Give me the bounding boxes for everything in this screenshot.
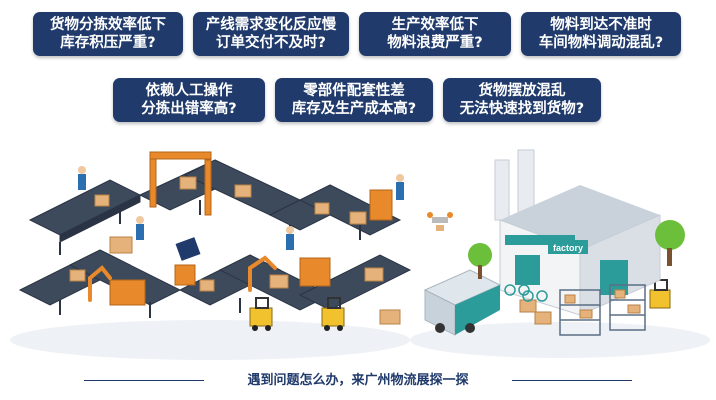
- question-2-line1: 产线需求变化反应慢: [205, 17, 337, 33]
- forklift-wheel: [265, 325, 271, 331]
- factory-sign-plate: [548, 240, 588, 254]
- worker-head: [136, 216, 144, 224]
- forklift-wheel: [252, 325, 258, 331]
- truck-wheel: [435, 323, 445, 333]
- forklift-wheel: [337, 325, 343, 331]
- factory-sign: factory: [553, 243, 583, 253]
- forklifts: [249, 279, 671, 331]
- footer-line-left: [84, 380, 204, 381]
- worker-body: [78, 174, 86, 190]
- forklift-body: [249, 307, 273, 327]
- cargo-box: [234, 184, 252, 198]
- delivery-truck: [423, 269, 502, 336]
- question-1-line2: 库存积压严重?: [60, 35, 156, 51]
- cargo-box: [109, 236, 133, 254]
- worker-body: [396, 182, 404, 200]
- workers: [78, 166, 404, 250]
- chimney: [494, 159, 510, 221]
- forklift-cage: [654, 279, 668, 291]
- truck-wheel: [465, 323, 475, 333]
- truck-cab: [455, 285, 500, 335]
- cargo-box: [314, 202, 330, 215]
- trees: [468, 220, 685, 279]
- cargo-box: [179, 176, 197, 190]
- question-6-line2: 库存及生产成本高?: [291, 101, 417, 117]
- footer-line-right: [512, 380, 632, 381]
- cargo-box: [364, 267, 384, 282]
- bicycles: [504, 284, 548, 302]
- question-3-line1: 生产效率低下: [391, 17, 479, 33]
- footer-text: 遇到问题怎么办，来广州物流展探一探: [247, 373, 469, 388]
- tree: [468, 243, 492, 267]
- question-2-line2: 订单交付不及时?: [216, 35, 326, 51]
- cargo-box: [199, 279, 215, 292]
- gantry-top: [149, 151, 212, 160]
- factory-door: [600, 260, 628, 295]
- question-box-5: 依赖人工操作分拣出错率高?: [113, 78, 265, 122]
- robot-arm: [248, 255, 277, 292]
- question-7-line2: 无法快速找到货物?: [459, 101, 585, 117]
- robot-arm: [88, 265, 112, 302]
- left-ground-shadow: [10, 320, 410, 360]
- forklift-wheel: [324, 325, 330, 331]
- gantry-right: [204, 159, 212, 216]
- logistics-illustration: factory: [10, 149, 710, 360]
- question-box-4: 物料到达不准时车间物料调动混乱?: [521, 12, 681, 56]
- orange-station: [174, 264, 196, 286]
- storage-shelves: [559, 284, 646, 336]
- cargo-box: [379, 309, 401, 325]
- question-6-line1: 零部件配套性差: [303, 83, 405, 99]
- question-4-line2: 车间物料调动混乱?: [538, 35, 664, 51]
- cargo-box: [269, 274, 289, 289]
- question-box-2: 产线需求变化反应慢订单交付不及时?: [193, 12, 349, 56]
- cargo-box: [94, 194, 110, 207]
- shelf-boxes: [519, 289, 641, 325]
- worker-head: [396, 174, 404, 182]
- question-box-3: 生产效率低下物料浪费严重?: [359, 12, 511, 56]
- shelf: [559, 289, 601, 336]
- question-5-line1: 依赖人工操作: [145, 83, 233, 99]
- press-machine: [299, 257, 331, 287]
- cargo-box: [69, 269, 86, 282]
- factory-roof: [500, 185, 660, 250]
- logo-badge: [175, 237, 201, 261]
- worker-head: [78, 166, 86, 174]
- question-7-line1: 货物摆放混乱: [478, 83, 566, 99]
- cargo-boxes: [69, 176, 401, 325]
- question-box-6: 零部件配套性差库存及生产成本高?: [275, 78, 433, 122]
- conveyor-segment: [59, 194, 141, 243]
- orange-station: [369, 189, 393, 221]
- question-box-1: 货物分拣效率低下库存积压严重?: [33, 12, 183, 56]
- factory-window-band: [505, 235, 575, 245]
- question-1-line1: 货物分拣效率低下: [50, 17, 166, 33]
- question-4-line1: 物料到达不准时: [550, 17, 652, 33]
- factory-door: [515, 255, 540, 285]
- forklift-body: [321, 307, 345, 327]
- shelf: [609, 284, 646, 331]
- question-box-7: 货物摆放混乱无法快速找到货物?: [443, 78, 601, 122]
- forklift-cage: [255, 297, 269, 309]
- worker-body: [286, 234, 294, 250]
- tree: [655, 220, 685, 250]
- drone-icon: [427, 212, 453, 231]
- machines: [109, 151, 393, 306]
- forklift-body: [649, 289, 671, 309]
- cargo-box: [349, 211, 367, 225]
- gantry-left: [149, 151, 157, 208]
- robot-arms: [88, 255, 277, 302]
- packing-machine: [109, 279, 146, 306]
- right-ground-shadow: [410, 322, 710, 358]
- question-3-line2: 物料浪费严重?: [387, 35, 483, 51]
- question-5-line2: 分拣出错率高?: [141, 101, 237, 117]
- worker-body: [136, 224, 144, 240]
- forklift-cage: [327, 297, 341, 309]
- worker-head: [286, 226, 294, 234]
